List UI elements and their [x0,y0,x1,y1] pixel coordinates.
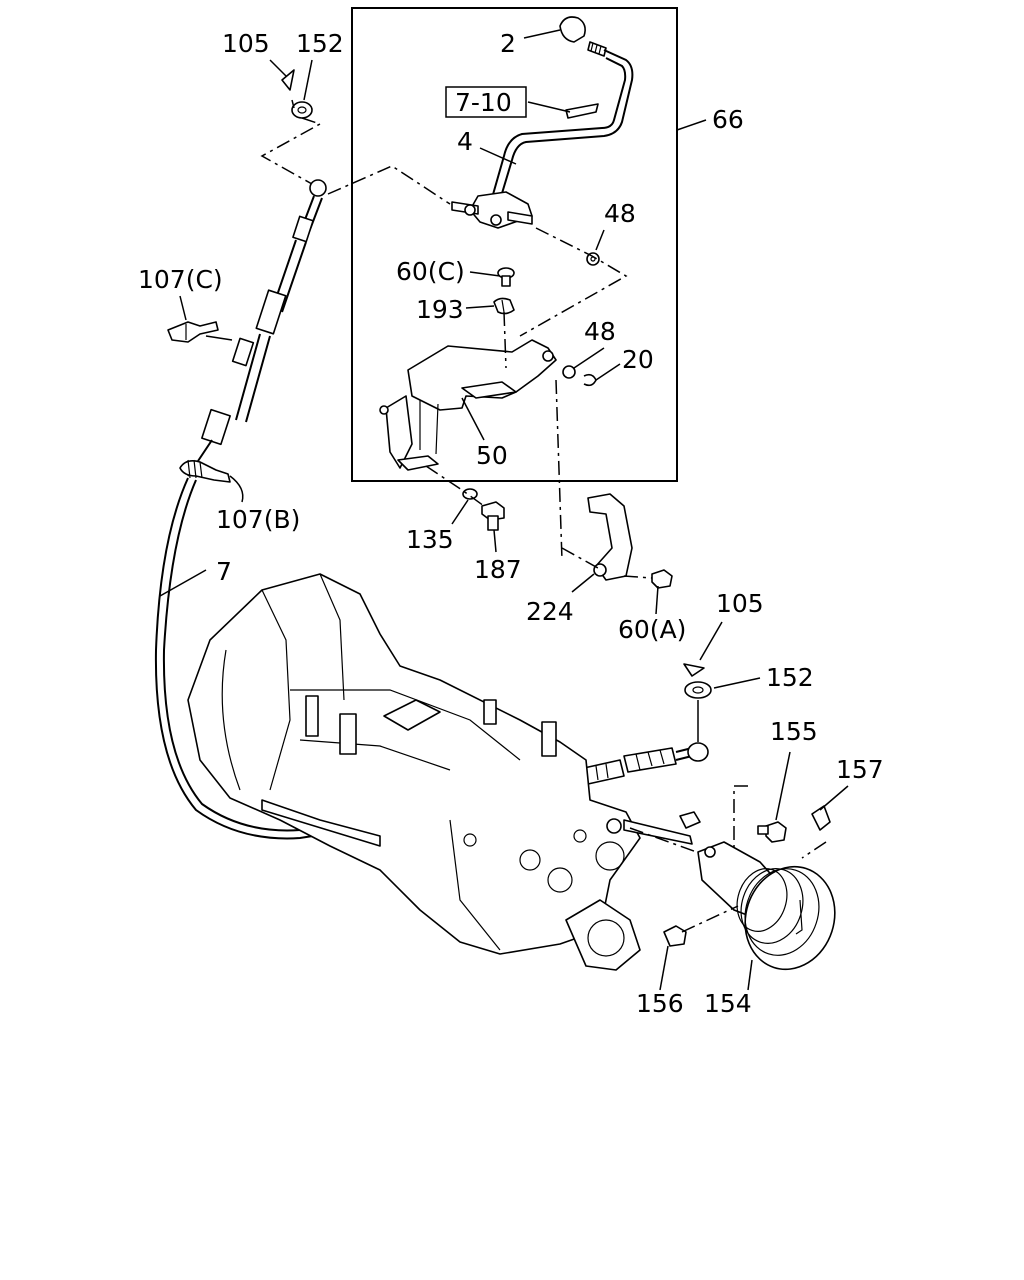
transmission [187,573,701,971]
label-66: 66 [712,105,744,134]
clip-105-lower [683,663,705,677]
label-224: 224 [526,597,574,626]
washer-48-lower [562,365,576,379]
label-156: 156 [636,989,684,1018]
shift-knob [559,16,607,57]
bolt-187 [481,501,505,531]
washer-152-upper [291,101,313,119]
slave-cylinder-154 [697,841,836,971]
clip-107b [179,459,231,483]
label-154: 154 [704,989,752,1018]
clip-105-upper [281,69,295,91]
bracket-50 [379,339,557,471]
label-60c: 60(C) [396,257,465,286]
label-48-upper: 48 [604,199,636,228]
label-155: 155 [770,717,818,746]
label-48-lower: 48 [584,317,616,346]
assembly-box-66 [351,7,678,482]
washer-152-lower [684,681,712,699]
label-box-7-10 [445,86,527,118]
bolt-156 [663,925,687,947]
label-105-upper: 105 [222,29,270,58]
label-107b: 107(B) [216,505,300,534]
label-105-lower: 105 [716,589,764,618]
clip-20 [583,373,597,387]
shift-lever [491,49,634,201]
label-107c: 107(C) [138,265,223,294]
label-152-lower: 152 [766,663,814,692]
label-7: 7 [216,557,232,586]
bracket-224 [587,493,633,581]
label-4: 4 [457,127,473,156]
clip-193 [493,297,515,315]
label-7-10: 7-10 [455,88,512,117]
label-2: 2 [500,29,516,58]
label-50: 50 [476,441,508,470]
label-20: 20 [622,345,654,374]
washer-48-upper [586,252,600,266]
cable-upper-end [187,179,327,477]
label-187: 187 [474,555,522,584]
clip-107c [167,321,219,343]
bolt-60a [651,569,673,589]
bolt-60c [497,267,515,287]
label-152-upper: 152 [296,29,344,58]
bolt-155 [757,821,787,843]
label-60a: 60(A) [618,615,686,644]
lever-base [451,191,533,229]
washer-135 [462,488,478,500]
label-193: 193 [416,295,464,324]
clip-157 [811,805,831,831]
label-135: 135 [406,525,454,554]
label-157: 157 [836,755,884,784]
